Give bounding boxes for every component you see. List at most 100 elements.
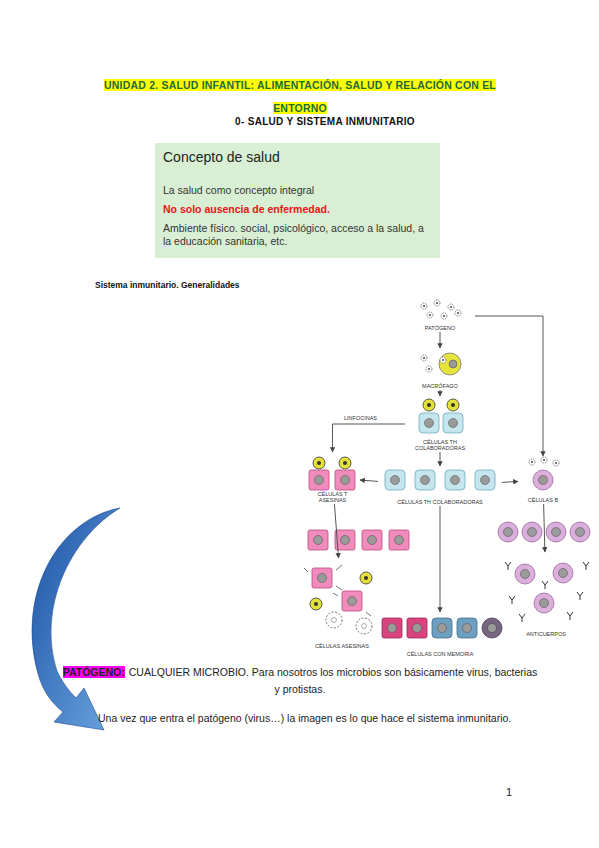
killer-cell: [362, 530, 382, 550]
flow-arrow: [502, 481, 518, 483]
helper-cell: [415, 470, 435, 490]
killer-cell: [342, 591, 362, 611]
memory-cell: [432, 618, 452, 638]
node-heading: CÉLULAS T ASESINAS: [305, 491, 360, 504]
attack-lines: [304, 565, 371, 616]
node-text: Ambiente físico. social, psicológico, ac…: [163, 222, 432, 248]
node-heading: ANTICUERPOS: [526, 631, 566, 638]
virus: [421, 303, 427, 309]
page-number: 1: [506, 786, 526, 798]
antigen-cell: [339, 457, 351, 469]
title-block: UNIDAD 2. SALUD INFANTIL: ALIMENTACIÓN, …: [84, 72, 516, 118]
memory-cell: [382, 618, 402, 638]
killer-cell: [308, 530, 328, 550]
virus: [553, 460, 559, 466]
node-text: No solo ausencia de enfermedad.: [163, 203, 432, 215]
plasma-cell: [534, 593, 554, 613]
virus: [541, 457, 547, 463]
flow-arrow: [440, 332, 441, 348]
flow-arrow: [440, 452, 441, 466]
plasma-cell: [553, 563, 573, 583]
node-heading: CÉLULAS B: [528, 497, 558, 504]
flow-arrow: [440, 390, 441, 396]
flow-arrow: [360, 480, 378, 481]
helper-cell: [419, 413, 439, 433]
antigen-cell: [423, 399, 435, 411]
antigen-cell: [310, 598, 322, 610]
dying-cell: [326, 612, 342, 628]
flow-arrow: [544, 504, 545, 552]
node-heading: MACRÓFAGO: [422, 383, 458, 390]
edge-label: LINFOCINAS: [344, 415, 394, 421]
virus: [440, 357, 446, 363]
cell-group: PATÓGENO: [405, 300, 475, 332]
antibody: [577, 592, 583, 600]
cell-group: CÉLULAS CON MEMORIA: [375, 612, 505, 658]
section-heading: 0- SALUD Y SISTEMA INMUNITARIO: [205, 116, 445, 127]
killer-cell: [312, 568, 332, 588]
memory-cell: [407, 618, 427, 638]
node-text: La salud como concepto integral: [163, 184, 432, 196]
antibody: [519, 614, 525, 622]
antibody: [505, 562, 511, 570]
antibody: [567, 612, 573, 620]
plasma-cell: [515, 564, 535, 584]
macrophage-nucleus: [449, 360, 457, 368]
cell-group: CÉLULAS B: [518, 456, 568, 504]
cell-group: MACRÓFAGO: [395, 348, 485, 390]
virus: [455, 310, 461, 316]
antibody: [509, 596, 515, 604]
cell-group: ANTICUERPOS: [500, 552, 592, 638]
node-heading: CÉLULAS CON MEMORIA: [407, 651, 474, 658]
flow-arrow: [440, 506, 441, 612]
helper-cell: [385, 470, 405, 490]
concept-box: Concepto de salud La salud como concepto …: [155, 143, 440, 258]
virus: [529, 459, 535, 465]
macrophage-cell: [439, 353, 461, 375]
node-heading: PATÓGENO: [425, 325, 455, 332]
definition-paragraph: PATÓGENO: CUALQUIER MICROBIO. Para nosotr…: [62, 664, 538, 698]
antigen-cell: [447, 399, 459, 411]
antigen-cell: [360, 572, 372, 584]
antibody: [583, 562, 589, 570]
term-highlight: PATÓGENO:: [63, 666, 125, 678]
curved-arrow: [32, 508, 120, 730]
subheading: Sistema inmunitario. Generalidades: [95, 280, 295, 290]
killer-cell: [335, 530, 355, 550]
b-cell: [498, 522, 518, 542]
node-heading: CÉLULAS ASESINAS: [315, 643, 369, 650]
virus: [448, 304, 454, 310]
virus: [427, 312, 433, 318]
virus: [426, 366, 432, 372]
node-heading: Concepto de salud: [163, 149, 432, 165]
antibody: [542, 581, 548, 589]
cell-group: CÉLULAS TH COLABORADORAS: [405, 396, 475, 452]
killer-cell: [335, 470, 355, 490]
note-text: Una vez que entra el patógeno (virus…) l…: [98, 712, 568, 724]
node-heading: CÉLULAS TH COLABORADORAS: [405, 439, 475, 452]
b-cell: [546, 522, 566, 542]
helper-cell: [445, 470, 465, 490]
memory-cell: [482, 618, 502, 638]
memory-cell: [457, 618, 477, 638]
b-cell: [533, 470, 553, 490]
page-title: UNIDAD 2. SALUD INFANTIL: ALIMENTACIÓN, …: [104, 79, 496, 114]
killer-cell: [309, 470, 329, 490]
cell-group: CÉLULAS T ASESINAS: [305, 452, 360, 504]
b-cell: [570, 522, 590, 542]
antigen-cell: [313, 457, 325, 469]
helper-cell: [475, 470, 495, 490]
node-heading: CÉLULAS TH COLABORADORAS: [397, 499, 482, 506]
definition-text: CUALQUIER MICROBIO. Para nosotros los mi…: [129, 666, 537, 695]
helper-cell: [443, 413, 463, 433]
killer-cell: [389, 530, 409, 550]
cell-group: CÉLULAS ASESINAS: [302, 558, 382, 650]
virus: [434, 300, 440, 306]
virus: [441, 313, 447, 319]
cell-group: CÉLULAS TH COLABORADORAS: [378, 466, 502, 506]
b-cell: [522, 522, 542, 542]
flow-arrow: [334, 504, 338, 558]
dying-cell: [356, 618, 372, 634]
flow-arrow: [475, 316, 543, 456]
